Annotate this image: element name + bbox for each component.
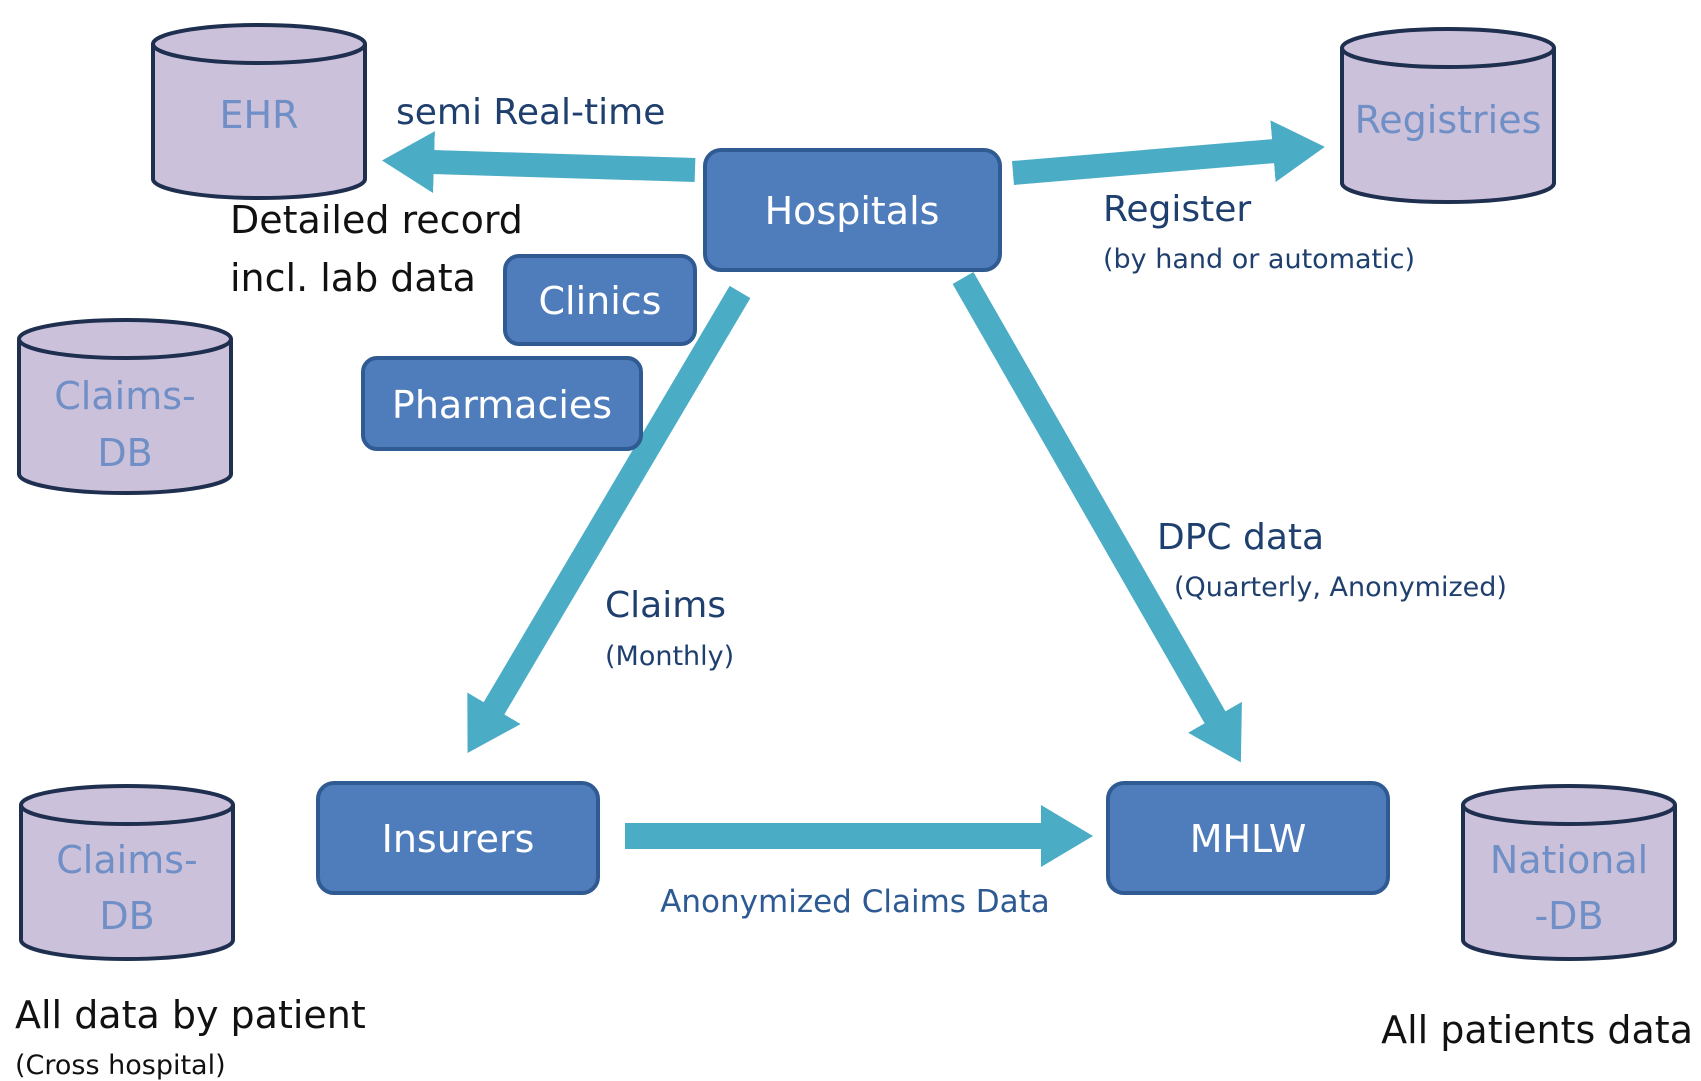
national-db-label-line2: -DB <box>1534 894 1603 938</box>
claims-db-top-database: Claims- DB <box>17 318 233 495</box>
hospitals-label: Hospitals <box>765 189 940 233</box>
pharmacies-label: Pharmacies <box>392 383 612 427</box>
clinics-label: Clinics <box>539 279 662 323</box>
clinics-node: Clinics <box>503 254 697 346</box>
edge-label-claims: Claims <box>605 585 726 626</box>
pharmacies-node: Pharmacies <box>361 356 643 451</box>
edge-label-dpc-data: DPC data <box>1157 517 1324 558</box>
national-db-caption: All patients data <box>1381 1008 1693 1052</box>
edge-sublabel-claims: (Monthly) <box>605 641 734 672</box>
mhlw-label: MHLW <box>1190 817 1307 861</box>
edge-label-anonymized-claims: Anonymized Claims Data <box>660 884 1050 920</box>
arrow-hospitals-to-registries <box>1011 120 1325 185</box>
claims-db-bottom-database: Claims- DB <box>19 784 235 961</box>
claims-db-top-label-line1: Claims- <box>54 374 195 418</box>
arrow-hospitals-to-insurers <box>467 285 751 754</box>
edge-label-semi-real-time: semi Real-time <box>396 92 665 133</box>
arrow-hospitals-to-mhlw <box>952 272 1242 763</box>
ehr-label: EHR <box>220 93 299 137</box>
claims-db-caption: All data by patient <box>15 993 366 1037</box>
claims-db-caption-sub: (Cross hospital) <box>15 1050 226 1081</box>
insurers-label: Insurers <box>382 817 535 861</box>
claims-db-bottom-label-line2: DB <box>99 894 154 938</box>
insurers-node: Insurers <box>316 781 600 895</box>
arrows <box>382 120 1325 867</box>
arrow-hospitals-to-ehr <box>382 131 696 194</box>
mhlw-node: MHLW <box>1106 781 1390 895</box>
claims-db-bottom-label-line1: Claims- <box>56 838 197 882</box>
ehr-detail-line2: incl. lab data <box>230 256 476 300</box>
national-db-database: National -DB <box>1461 784 1677 961</box>
edge-sublabel-register: (by hand or automatic) <box>1103 244 1415 275</box>
ehr-database: EHR <box>151 23 367 200</box>
registries-label: Registries <box>1355 98 1542 142</box>
ehr-detail-line1: Detailed record <box>230 198 523 242</box>
edge-label-register: Register <box>1103 189 1251 230</box>
national-db-label-line1: National <box>1490 838 1648 882</box>
registries-database: Registries <box>1340 27 1556 204</box>
hospitals-node: Hospitals <box>703 148 1002 272</box>
claims-db-top-label-line2: DB <box>97 431 152 475</box>
edge-sublabel-dpc-data: (Quarterly, Anonymized) <box>1174 572 1507 603</box>
